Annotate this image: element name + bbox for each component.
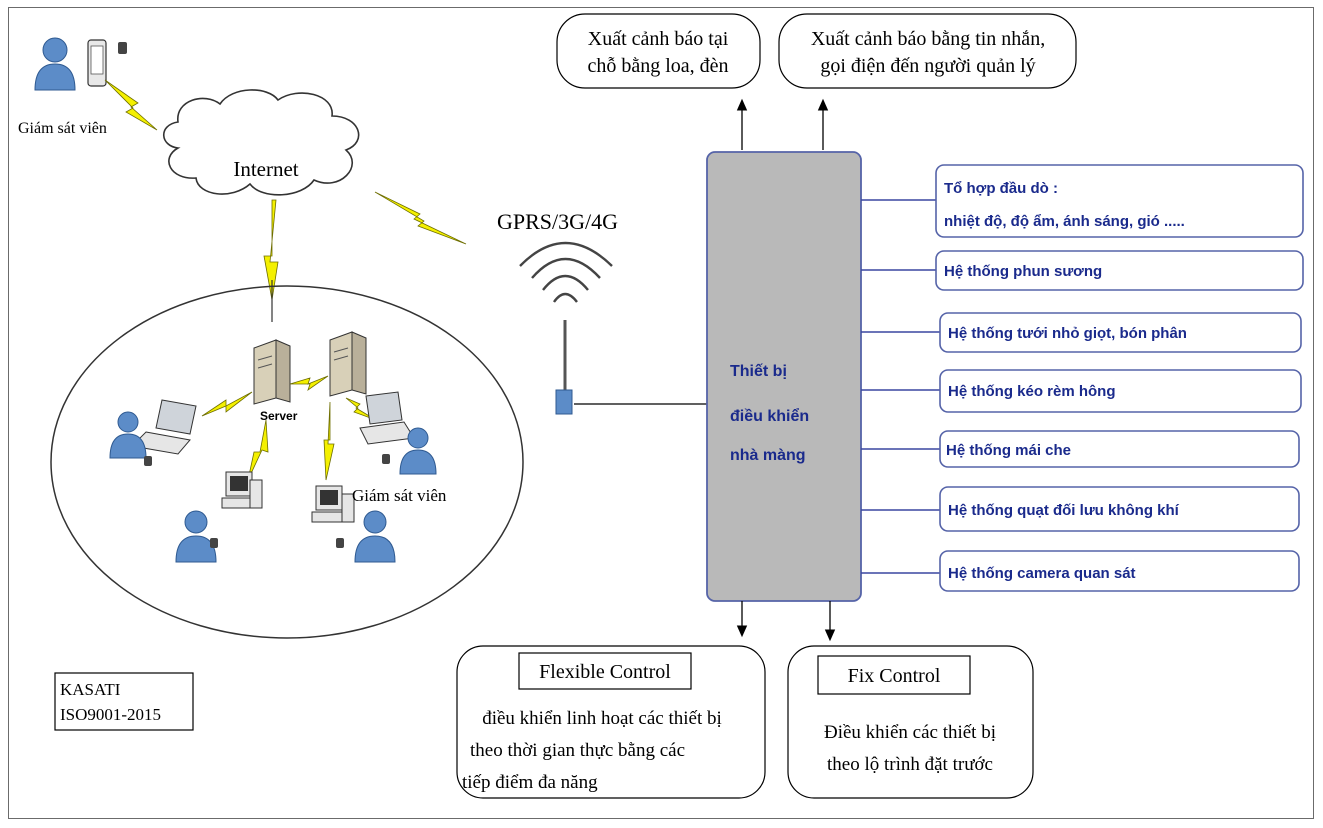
controller-box: [706, 151, 862, 602]
person-icon: [336, 510, 396, 563]
system-curtain-label: Hệ thống kéo rèm hông: [948, 383, 1116, 400]
alert-sms-line1: Xuất cảnh báo bằng tin nhắn,: [811, 28, 1045, 50]
server-label: Server: [260, 409, 298, 423]
system-fan-box: Hệ thống quạt đối lưu không khí: [939, 486, 1300, 532]
system-drip-label: Hệ thống tưới nhỏ giọt, bón phân: [948, 325, 1187, 342]
wireless-bolt-icon: [374, 191, 467, 245]
internet-label: Internet: [233, 157, 298, 181]
fix-control-line1: Điều khiển các thiết bị: [824, 722, 996, 743]
person-icon: [109, 411, 152, 466]
server-icon: [329, 331, 367, 397]
wireless-bolt-icon: [201, 391, 253, 417]
system-roof-label: Hệ thống mái che: [946, 442, 1071, 459]
alert-sms-bubble: Xuất cảnh báo bằng tin nhắn, gọi điện đế…: [778, 13, 1077, 89]
controller-line1: Thiết bị: [730, 363, 787, 380]
controller-line3: nhà màng: [730, 447, 806, 464]
alert-sms-line2: gọi điện đến người quản lý: [820, 55, 1035, 77]
diagram-frame: [8, 7, 1314, 819]
system-curtain-box: Hệ thống kéo rèm hông: [939, 369, 1302, 413]
cert-line2: ISO9001-2015: [60, 705, 161, 724]
wireless-bolt-icon: [323, 401, 335, 481]
flexible-control-line1: điều khiển linh hoạt các thiết bị: [482, 708, 722, 729]
flexible-control-line3: tiếp điểm đa năng: [462, 772, 598, 793]
wireless-bolt-icon: [289, 375, 329, 392]
desktop-computer-icon: [311, 485, 355, 523]
internet-cloud-icon: Internet: [162, 89, 360, 196]
flexible-control-line2: theo thời gian thực bằng các: [470, 740, 685, 761]
system-camera-label: Hệ thống camera quan sát: [948, 565, 1136, 582]
system-drip-box: Hệ thống tưới nhỏ giọt, bón phân: [939, 312, 1302, 353]
laptop-icon: [130, 399, 197, 455]
system-sensor-line1: Tổ hợp đầu dò :: [944, 180, 1058, 197]
cert-line1: KASATI: [60, 680, 121, 699]
fix-control-line2: theo lộ trình đặt trước: [827, 754, 993, 775]
controller-line2: điều khiển: [730, 407, 809, 425]
server-icon: [253, 339, 291, 405]
gprs-label: GPRS/3G/4G: [497, 209, 618, 234]
top-supervisor-label: Giám sát viên: [18, 120, 107, 137]
flexible-control-title: Flexible Control: [539, 661, 671, 683]
top-supervisor-person-icon: [34, 37, 76, 91]
antenna-icon: [519, 241, 613, 415]
certification-box: KASATI ISO9001-2015: [54, 672, 194, 731]
system-roof-box: Hệ thống mái che: [939, 430, 1300, 468]
person-icon: [382, 427, 437, 475]
system-sensor-line2: nhiệt độ, độ ẩm, ánh sáng, gió .....: [944, 213, 1185, 230]
fix-control-title: Fix Control: [848, 665, 941, 687]
laptop-icon: [359, 391, 415, 445]
wireless-bolt-icon: [104, 79, 158, 131]
lan-ellipse: [50, 285, 524, 639]
alert-local-line1: Xuất cảnh báo tại: [588, 28, 729, 50]
flexible-control-bubble: Flexible Control điều khiển linh hoạt cá…: [456, 645, 766, 799]
fix-control-bubble: Fix Control Điều khiển các thiết bị theo…: [787, 645, 1034, 799]
alert-local-bubble: Xuất cảnh báo tại chỗ bằng loa, đèn: [556, 13, 761, 89]
mobile-phone-icon: [87, 39, 127, 87]
desktop-computer-icon: [221, 471, 263, 509]
system-misting-label: Hệ thống phun sương: [944, 263, 1102, 280]
system-fan-label: Hệ thống quạt đối lưu không khí: [948, 502, 1180, 519]
system-sensor-box: Tổ hợp đầu dò : nhiệt độ, độ ẩm, ánh sán…: [935, 164, 1304, 238]
person-icon: [175, 510, 218, 563]
alert-local-line2: chỗ bằng loa, đèn: [587, 55, 728, 77]
wireless-bolt-icon: [263, 199, 279, 301]
system-misting-box: Hệ thống phun sương: [935, 250, 1304, 291]
wireless-bolt-icon: [247, 419, 269, 481]
system-camera-box: Hệ thống camera quan sát: [939, 550, 1300, 592]
lan-supervisor-label: Giám sát viên: [352, 486, 447, 505]
